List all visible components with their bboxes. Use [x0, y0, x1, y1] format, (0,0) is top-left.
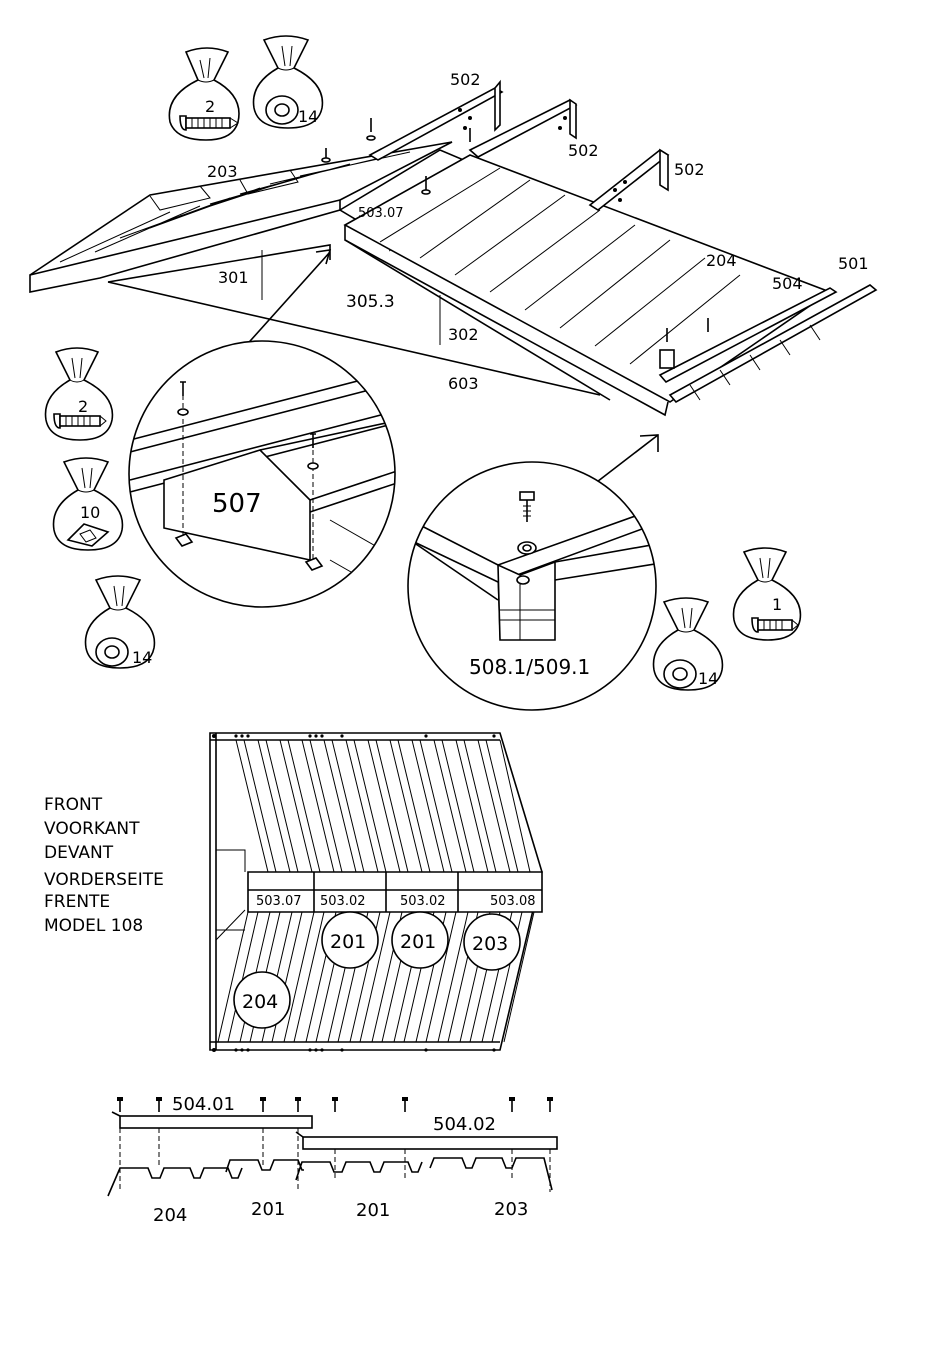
bag-qty: 14 [132, 648, 152, 667]
part-label-305-3: 305.3 [346, 292, 395, 312]
part-label-204: 204 [706, 251, 737, 270]
strip-label-3: 503.08 [490, 894, 536, 909]
part-label-603: 603 [448, 374, 479, 393]
panel-label-203: 203 [472, 933, 508, 955]
washer-icon [664, 660, 696, 688]
sheet-label-203: 203 [494, 1199, 528, 1220]
rail-label-504-02: 504.02 [433, 1114, 496, 1135]
panel-label-201-a: 201 [330, 931, 366, 953]
caption-line-5: MODEL 108 [44, 916, 143, 936]
sheet-label-201-a: 201 [251, 1199, 285, 1220]
part-label-503-07: 503.07 [358, 206, 404, 221]
part-label-501: 501 [838, 254, 869, 273]
caption-line-0: FRONT [44, 795, 103, 815]
rail-504-02 [303, 1137, 557, 1149]
washer-icon [266, 96, 298, 124]
detail-circle-507: 507 [129, 341, 400, 620]
bag-washer-left: 14 [86, 576, 155, 668]
caption-line-4: FRENTE [44, 892, 110, 912]
washer-icon [96, 638, 128, 666]
caption-line-2: DEVANT [44, 843, 114, 863]
bag-qty: 14 [698, 669, 718, 688]
rail-label-504-01: 504.01 [172, 1094, 235, 1115]
detail-label-508-509: 508.1/509.1 [469, 655, 590, 679]
bag-qty: 10 [80, 503, 100, 522]
part-label-504: 504 [772, 274, 803, 293]
strip-label-1: 503.02 [320, 894, 366, 909]
panel-label-204: 204 [242, 991, 278, 1013]
bag-screw-right: 1 [734, 548, 801, 640]
bag-screw-top: 2 [169, 48, 239, 140]
caption-line-1: VOORKANT [44, 819, 140, 839]
detail-circle-508: 508.1/509.1 [408, 462, 680, 710]
bag-qty: 2 [78, 397, 88, 416]
part-label-302: 302 [448, 325, 479, 344]
section-view: 504.01 504.02 204 201 201 203 [108, 1094, 557, 1226]
bag-qty: 14 [298, 107, 318, 126]
screw-icon [54, 414, 106, 428]
sheet-label-201-b: 201 [356, 1200, 390, 1221]
bag-screw-left: 2 [46, 348, 113, 440]
part-label-301: 301 [218, 268, 249, 287]
bag-qty: 1 [772, 595, 782, 614]
front-view: 503.07 503.02 503.02 503.08 201 201 203 … [210, 733, 542, 1052]
part-label-502-a: 502 [450, 70, 481, 89]
bag-washer-right: 14 [654, 598, 723, 690]
strip-label-0: 503.07 [256, 894, 302, 909]
bag-qty: 2 [205, 97, 215, 116]
rail-504-01 [120, 1116, 312, 1128]
front-view-caption: FRONT VOORKANT DEVANT VORDERSEITE FRENTE… [44, 795, 164, 936]
bag-washer-top: 14 [254, 36, 323, 128]
strip-label-2: 503.02 [400, 894, 446, 909]
part-label-502-b: 502 [568, 141, 599, 160]
caption-line-3: VORDERSEITE [44, 870, 164, 890]
bag-bracket-left: 10 [54, 458, 123, 550]
screw-icon [752, 618, 798, 632]
detail-label-507: 507 [212, 489, 262, 519]
part-label-203: 203 [207, 162, 238, 181]
screw-icon [180, 116, 238, 130]
sheet-label-204: 204 [153, 1205, 187, 1226]
panel-label-201-b: 201 [400, 931, 436, 953]
part-label-502-c: 502 [674, 160, 705, 179]
